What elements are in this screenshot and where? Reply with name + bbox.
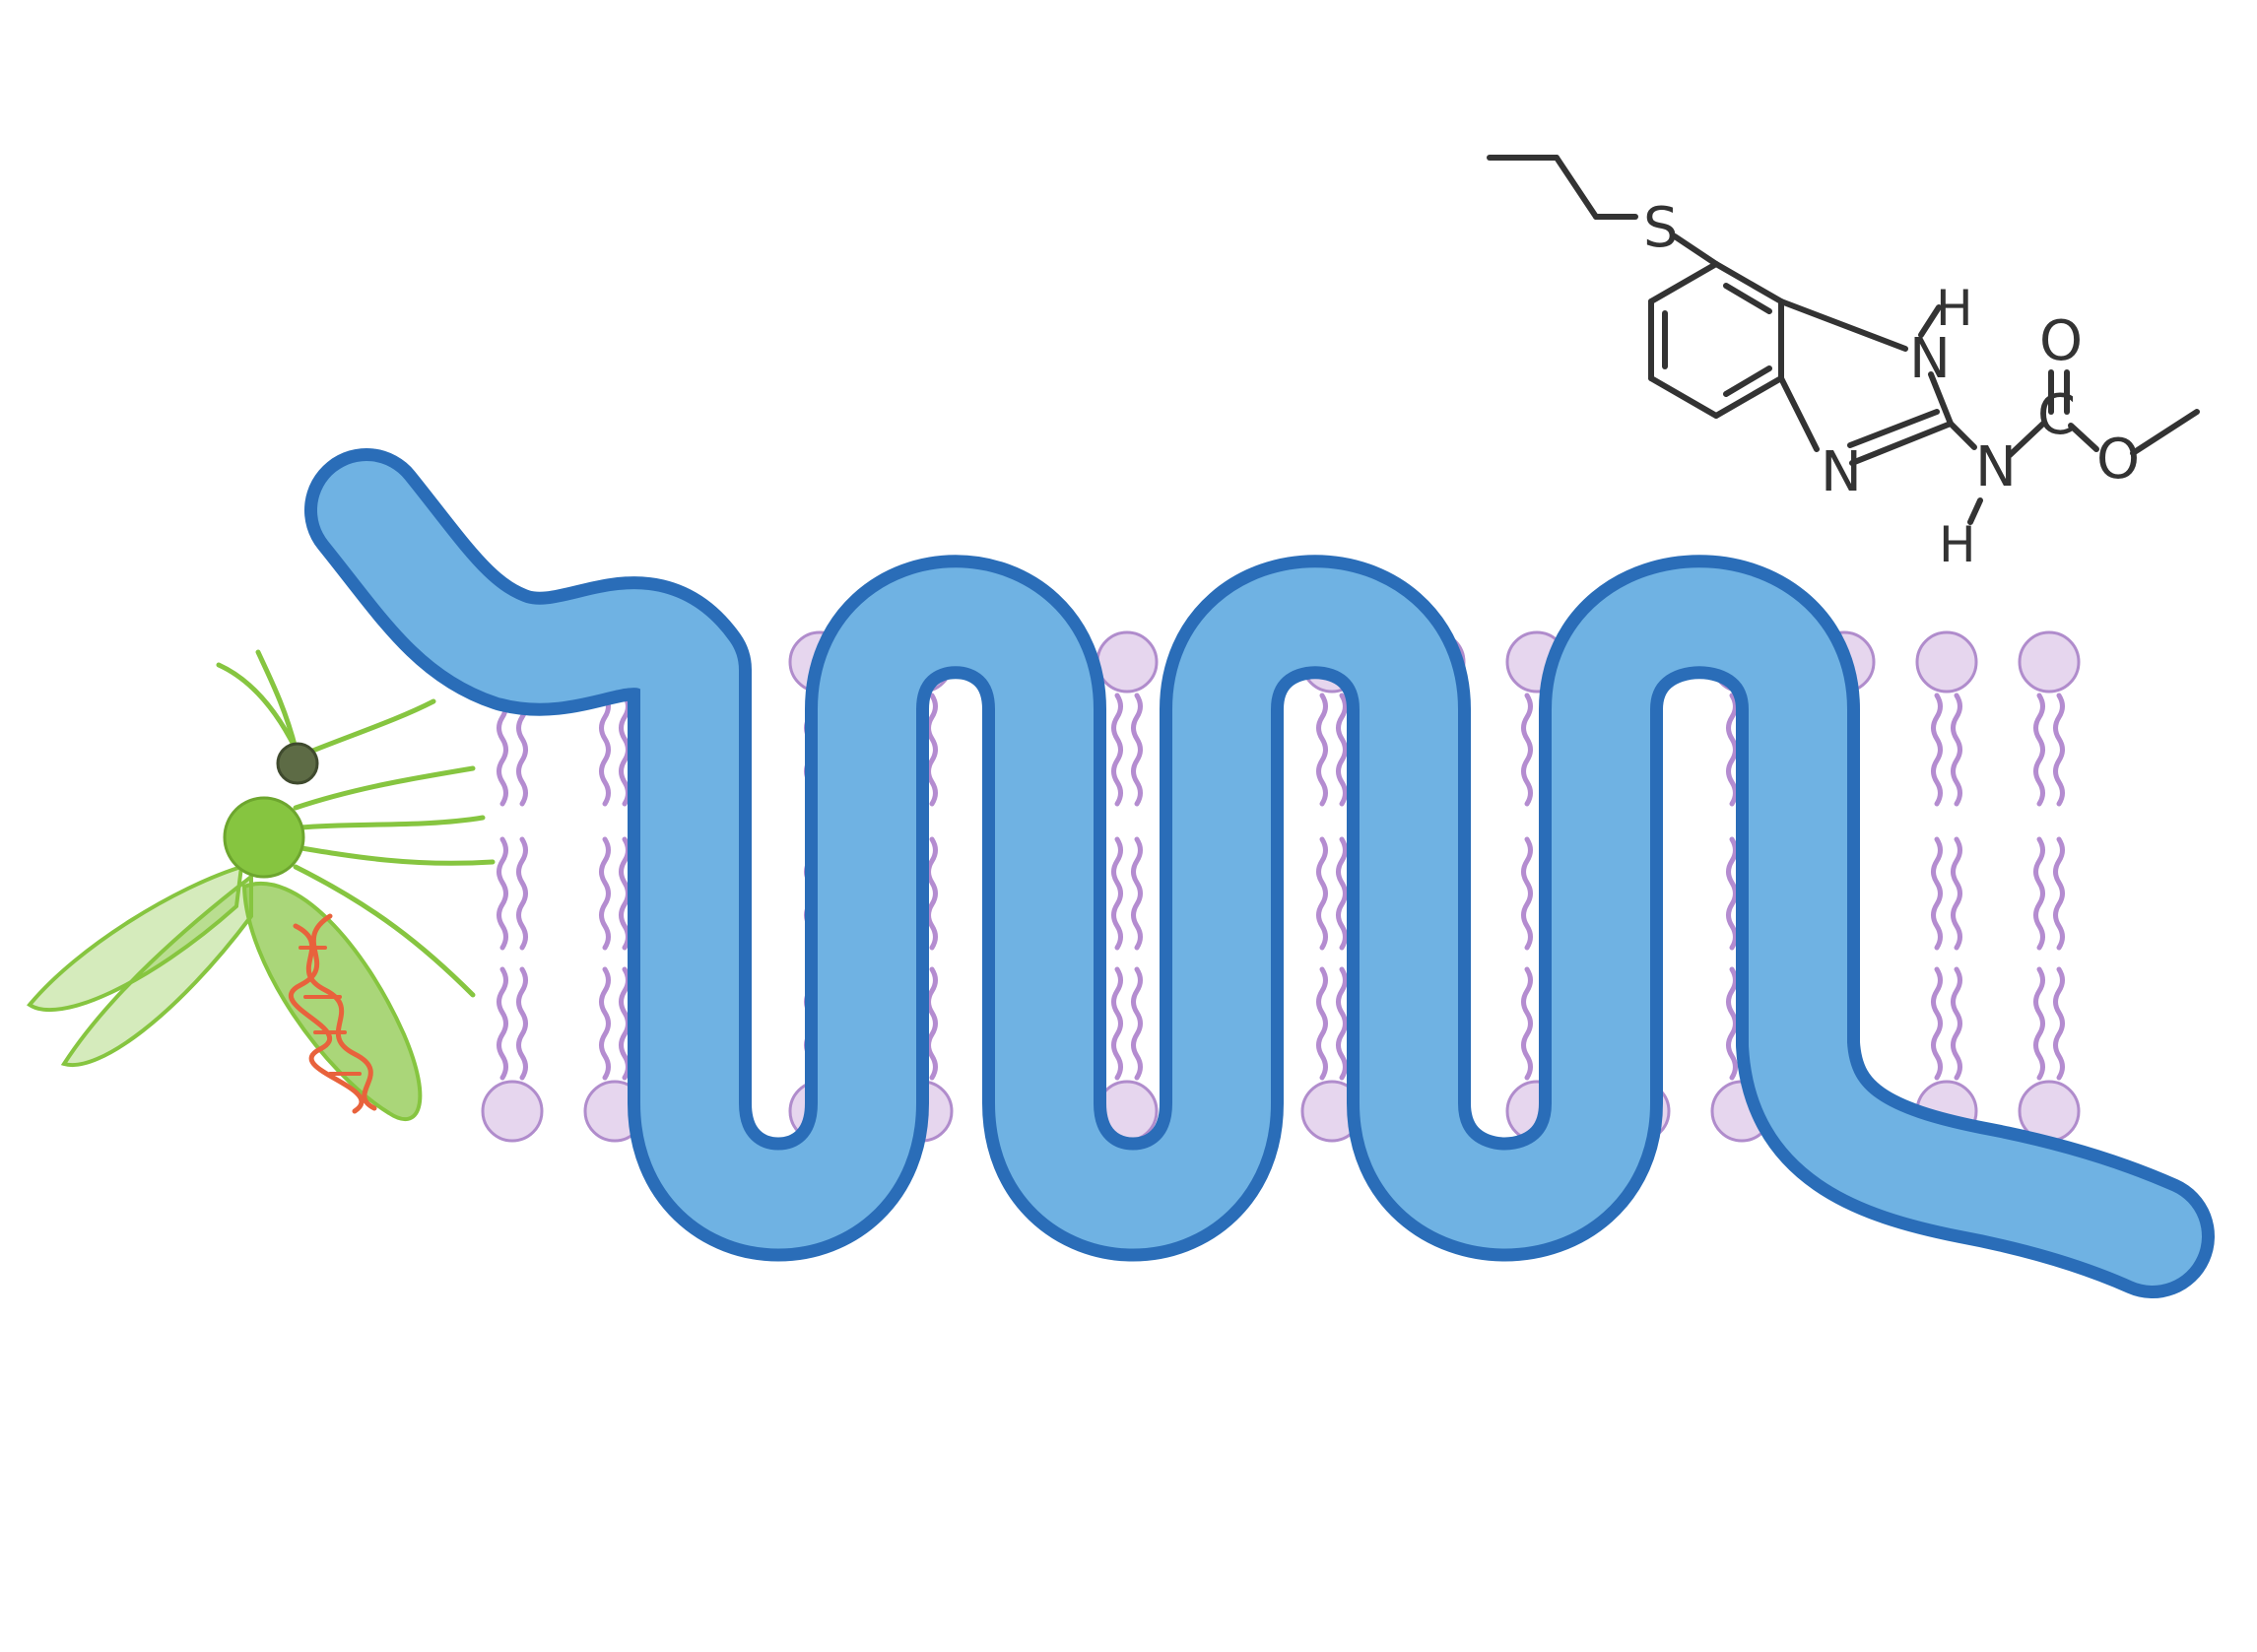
lipid-tail: [1726, 836, 1738, 951]
mosquito-abdomen: [241, 881, 423, 1121]
molecule-bond: [1847, 409, 1940, 448]
lipid-tail: [1726, 966, 1738, 1081]
molecule-bond: [1648, 261, 1719, 304]
lipid-tail: [497, 693, 508, 807]
lipid-tail: [1726, 693, 1738, 807]
lipid-tail: [619, 693, 631, 807]
protein-body: [317, 461, 2202, 1286]
lipid-tail: [926, 836, 938, 951]
lipid-tail: [1316, 693, 1328, 807]
lipid-head: [1915, 630, 1978, 694]
mosquito-head: [276, 742, 319, 785]
atom-nitrogen-1: N: [1909, 327, 1951, 391]
molecule-bond: [1918, 304, 1942, 338]
lipid-tail: [1336, 966, 1348, 1081]
atom-oxygen-ester: O: [2096, 428, 2140, 492]
lipid-tail: [599, 693, 611, 807]
molecule-bond: [1967, 497, 1983, 525]
transmembrane-protein-icon: [304, 448, 2215, 1298]
mosquito-thorax: [223, 796, 305, 879]
lipid-tail: [2033, 966, 2045, 1081]
molecule-bond: [2130, 409, 2200, 456]
mosquito-icon: [27, 649, 496, 1121]
lipid-tail: [926, 966, 938, 1081]
lipid-head: [1095, 630, 1159, 694]
molecule-bond: [1948, 421, 1977, 450]
lipid-tail: [516, 966, 528, 1081]
lipid-tail: [1521, 966, 1533, 1081]
lipid-tail: [497, 836, 508, 951]
molecule-bonds: [1487, 155, 2200, 525]
lipid-tail: [1521, 693, 1533, 807]
molecule-bond: [1778, 375, 1820, 452]
lipid-tail: [619, 966, 631, 1081]
lipid-tail: [599, 966, 611, 1081]
lipid-tail: [2053, 836, 2065, 951]
lipid-tail: [1131, 836, 1143, 951]
lipid-tail: [1521, 836, 1533, 951]
lipid-tail: [516, 693, 528, 807]
lipid-tail: [1336, 693, 1348, 807]
lipid-tail: [1111, 836, 1123, 951]
molecule-bond: [1713, 261, 1784, 304]
dna-strand: [293, 923, 377, 1111]
lipid-tail: [1316, 836, 1328, 951]
molecule-bond: [1713, 375, 1784, 419]
mosquito-antennae: [216, 649, 436, 757]
lipid-tail: [2033, 836, 2045, 951]
lipid-tail: [1931, 693, 1943, 807]
lipid-tail: [1111, 966, 1123, 1081]
mosquito-wing-upper: [27, 864, 244, 1013]
dna-helix-icon: [289, 913, 377, 1114]
lipid-head: [481, 1080, 544, 1143]
atom-nitrogen-2: N: [1821, 440, 1862, 504]
lipid-tail: [1951, 966, 1962, 1081]
lipid-tail: [2053, 693, 2065, 807]
atom-sulfur: S: [1643, 196, 1679, 260]
lipid-tail: [1336, 836, 1348, 951]
lipid-tail: [516, 836, 528, 951]
lipid-tail: [599, 836, 611, 951]
mosquito-wing-lower: [60, 872, 253, 1068]
molecule-structure-icon: S N H N N H C O O: [1487, 155, 2200, 573]
lipid-head: [2018, 630, 2081, 694]
molecule-bond: [1554, 155, 1599, 220]
atom-oxygen-carbonyl: O: [2039, 309, 2083, 373]
dna-strand: [289, 913, 365, 1114]
lipid-tail: [619, 836, 631, 951]
molecule-bond: [2068, 423, 2099, 452]
atom-hydrogen-1: H: [1936, 280, 1973, 337]
lipid-tail: [1931, 966, 1943, 1081]
lipid-tail: [1316, 966, 1328, 1081]
lipid-tail: [926, 693, 938, 807]
molecule-bond: [1778, 298, 1908, 352]
lipid-tail: [1111, 693, 1123, 807]
molecule-bond: [1723, 283, 1772, 314]
molecule-bond: [1672, 233, 1719, 267]
lipid-tail: [1951, 693, 1962, 807]
lipid-tail: [1131, 693, 1143, 807]
molecule-bond: [1849, 421, 1954, 466]
atom-carbon: C: [2037, 383, 2076, 447]
lipid-tail: [1951, 836, 1962, 951]
lipid-tail: [2033, 693, 2045, 807]
molecule-bond: [1928, 371, 1954, 427]
mosquito-legs: [293, 765, 496, 998]
atom-nitrogen-3: N: [1975, 435, 2017, 499]
molecule-bond: [2007, 421, 2046, 458]
molecule-bond: [1648, 375, 1719, 419]
atom-hydrogen-3: H: [1939, 516, 1976, 573]
lipid-tail: [1931, 836, 1943, 951]
molecule-bond: [1723, 365, 1772, 397]
lipid-tail: [2053, 966, 2065, 1081]
lipid-tail: [1131, 966, 1143, 1081]
lipid-tail: [497, 966, 508, 1081]
